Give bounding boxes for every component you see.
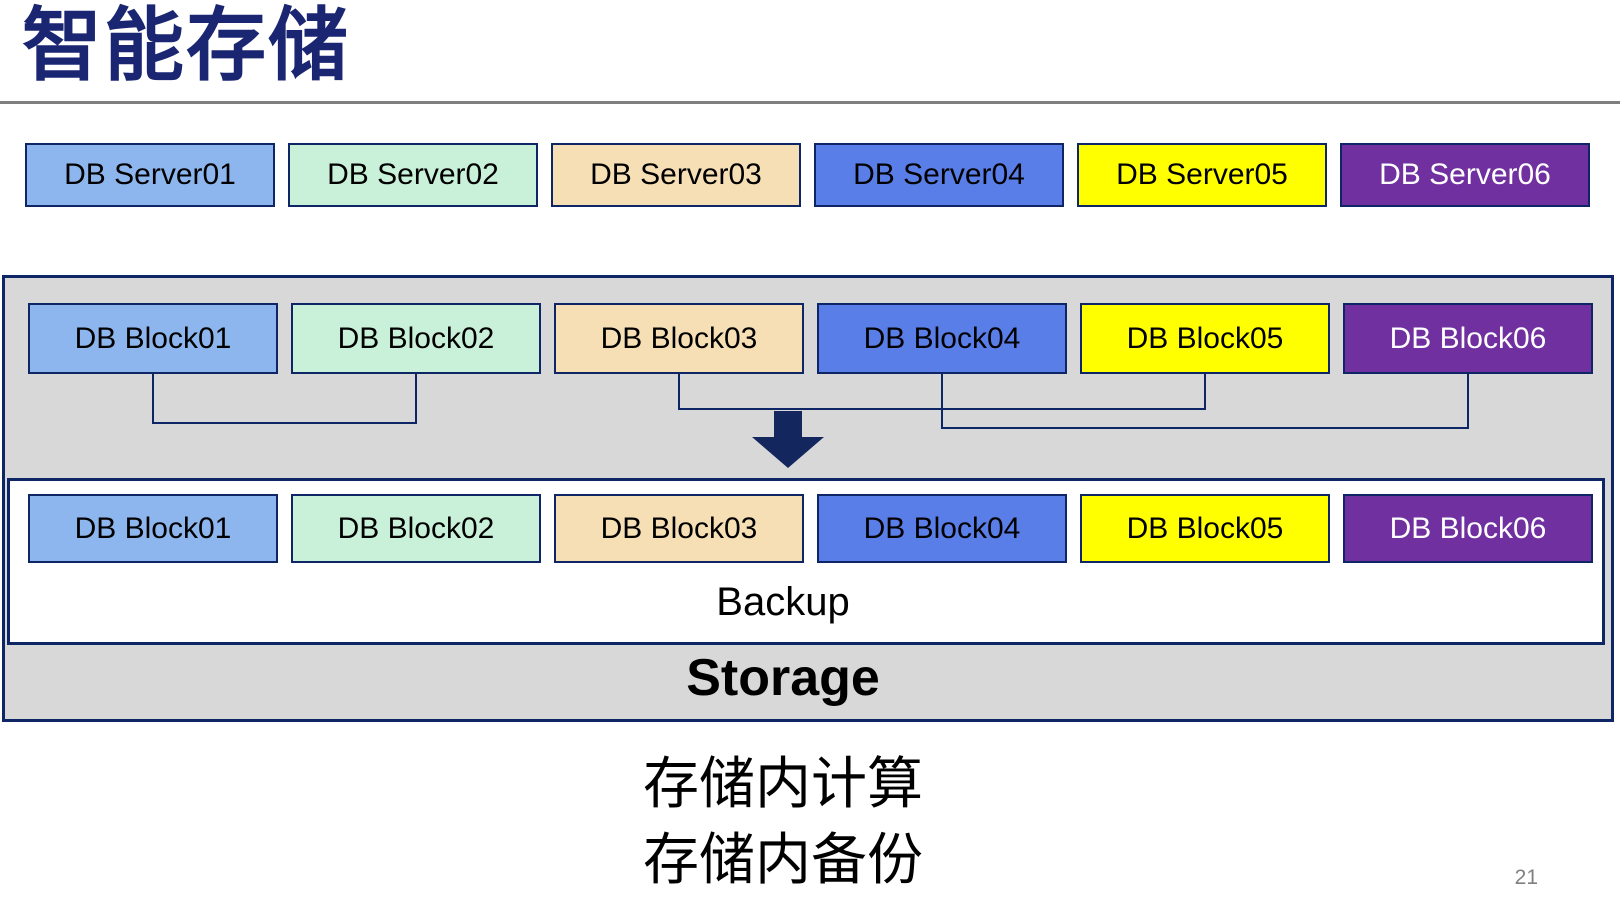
db-block05-backup-box: DB Block05: [1080, 494, 1330, 563]
storage-label: Storage: [686, 649, 880, 707]
title-divider: [0, 101, 1620, 104]
db-block01-top-box: DB Block01: [28, 303, 278, 374]
backup-label: Backup: [716, 580, 850, 624]
db-block02-top-box: DB Block02: [291, 303, 541, 374]
caption: 存储内计算 存储内备份: [0, 746, 1566, 898]
db-block05-top-box: DB Block05: [1080, 303, 1330, 374]
db-block03-top-box: DB Block03: [554, 303, 804, 374]
down-arrow-icon: [752, 411, 824, 468]
db-server01-box: DB Server01: [25, 143, 275, 207]
caption-line2: 存储内备份: [643, 828, 923, 891]
page-title: 智能存储: [22, 1, 350, 90]
db-block02-backup-box: DB Block02: [291, 494, 541, 563]
db-block01-backup-box: DB Block01: [28, 494, 278, 563]
db-server05-box: DB Server05: [1077, 143, 1327, 207]
db-block03-backup-box: DB Block03: [554, 494, 804, 563]
db-block04-backup-box: DB Block04: [817, 494, 1067, 563]
page-number: 21: [1514, 866, 1538, 889]
db-server03-box: DB Server03: [551, 143, 801, 207]
db-server04-box: DB Server04: [814, 143, 1064, 207]
db-block04-top-box: DB Block04: [817, 303, 1067, 374]
db-server02-box: DB Server02: [288, 143, 538, 207]
db-block06-top-box: DB Block06: [1343, 303, 1593, 374]
db-block06-backup-box: DB Block06: [1343, 494, 1593, 563]
caption-line1: 存储内计算: [643, 752, 923, 815]
db-server06-box: DB Server06: [1340, 143, 1590, 207]
